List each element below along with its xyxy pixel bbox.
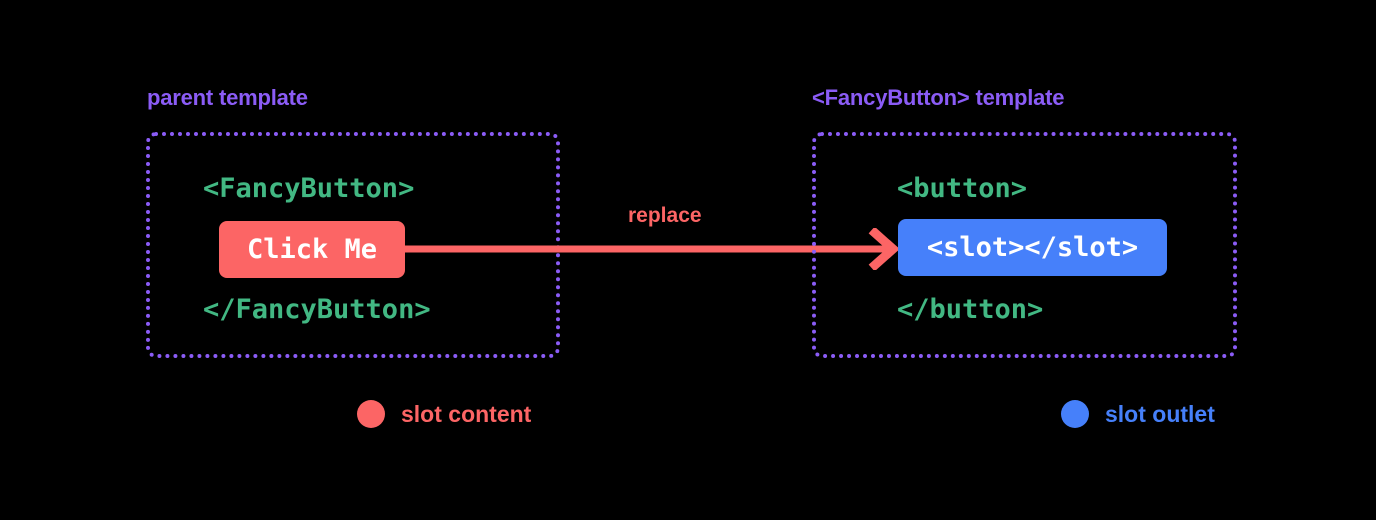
legend-dot-icon-slot-content (357, 400, 385, 428)
fancybutton-template-box (812, 132, 1237, 358)
parent-template-box (146, 132, 560, 358)
fancybutton-template-heading: <FancyButton> template (812, 85, 1065, 110)
slot-content-chip: Click Me (219, 221, 405, 278)
legend-item-slot-outlet: slot outlet (1061, 400, 1215, 428)
replace-arrow (405, 226, 905, 272)
legend-dot-icon-slot-outlet (1061, 400, 1089, 428)
legend-label-slot-outlet: slot outlet (1105, 400, 1215, 427)
slot-outlet-chip: <slot></slot> (898, 219, 1167, 276)
code-close-fancybutton: </FancyButton> (203, 294, 431, 325)
code-open-button: <button> (897, 173, 1028, 204)
code-close-button: </button> (897, 294, 1044, 325)
arrow-icon (405, 226, 900, 272)
arrow-label-replace: replace (628, 204, 702, 227)
code-open-fancybutton: <FancyButton> (203, 173, 415, 204)
legend-item-slot-content: slot content (357, 400, 531, 428)
parent-template-heading: parent template (147, 85, 308, 110)
legend-label-slot-content: slot content (401, 400, 532, 427)
